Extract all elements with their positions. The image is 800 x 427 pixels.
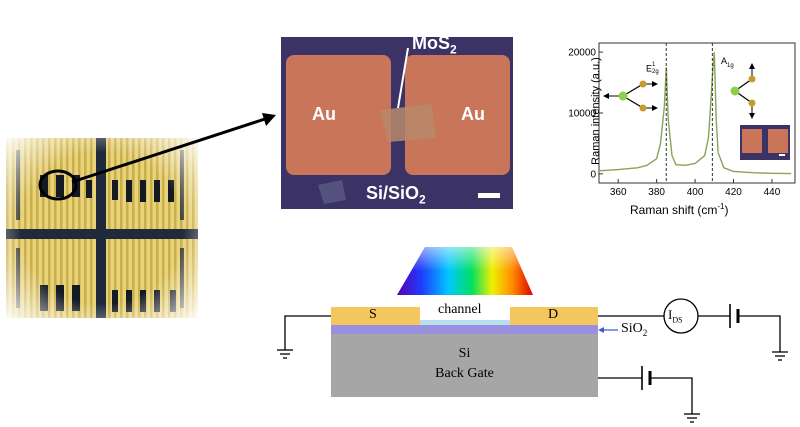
channel-layer (420, 320, 510, 325)
sio2-layer (331, 325, 598, 334)
oxide-label-sub: 2 (642, 327, 648, 338)
chip-photo (6, 138, 198, 318)
raman-xlabel-main: Raman shift (cm (630, 203, 718, 217)
substrate-line2: Back Gate (435, 366, 494, 381)
x-tick-label: 360 (610, 187, 627, 198)
source-contact (331, 307, 420, 325)
electrode-right-label: Au (461, 104, 485, 124)
a1g-mode-diagram (730, 63, 756, 119)
e2g-mode-diagram (603, 80, 658, 112)
ammeter-main: I (668, 307, 673, 322)
y-tick-label: 10000 (568, 109, 596, 120)
a1g-main: A (721, 56, 728, 66)
raman-xlabel-sup: -1 (717, 202, 725, 211)
electrode-left (286, 55, 391, 175)
substrate-label-sub: 2 (419, 192, 426, 207)
mos2-label-sub: 2 (450, 42, 457, 57)
y-tick-label: 0 (590, 169, 596, 180)
mos2-flake (380, 104, 436, 142)
raman-xlabel-end: ) (724, 203, 729, 217)
drain-contact (510, 307, 598, 325)
a1g-sub: 1g (727, 62, 734, 69)
zoom-arrow (71, 113, 276, 184)
substrate-label-main: Si/SiO (366, 183, 420, 203)
oxide-label-main: SiO (621, 321, 643, 336)
electrode-right (405, 55, 510, 175)
x-tick-label: 440 (764, 187, 781, 198)
electrode-left-label: Au (312, 104, 336, 124)
x-tick-label: 400 (687, 187, 704, 198)
light-beam (397, 247, 533, 295)
drain-label: D (548, 307, 559, 322)
e2g-main: E (646, 63, 653, 74)
x-tick-label: 420 (725, 187, 742, 198)
si-substrate (331, 334, 598, 397)
device-stack (331, 307, 598, 397)
sio2-pointer (598, 327, 618, 333)
raman-ylabel: Raman intensity (a.u.) (590, 57, 602, 165)
raman-xlabel: Raman shift (cm-1) (630, 202, 728, 217)
source-label: S (369, 307, 377, 322)
a1g-peak-label: A1g (721, 56, 734, 69)
oxide-label: SiO2 (621, 321, 647, 338)
channel-label: channel (438, 302, 482, 317)
x-tick-label: 380 (648, 187, 665, 198)
ammeter-label: IDS (668, 307, 683, 325)
mos2-label: MoS2 (412, 33, 457, 57)
micrograph (281, 37, 513, 209)
ammeter-sub: DS (672, 315, 683, 325)
mos2-label-main: MoS (412, 33, 450, 53)
circuit (277, 298, 788, 423)
series-line (598, 52, 792, 175)
e2g-sub: 2g (652, 69, 659, 75)
substrate-label: Si/SiO2 (366, 183, 426, 207)
highlight-circle (38, 169, 78, 201)
raman-inset-image (740, 125, 790, 160)
raman-chart: 360 380 400 420 440 0 10000 20000 (568, 42, 796, 198)
y-tick-label: 20000 (568, 48, 596, 59)
substrate-line1: Si (458, 346, 471, 361)
scale-bar (478, 193, 500, 198)
e2g-sup: 1 (652, 62, 656, 68)
